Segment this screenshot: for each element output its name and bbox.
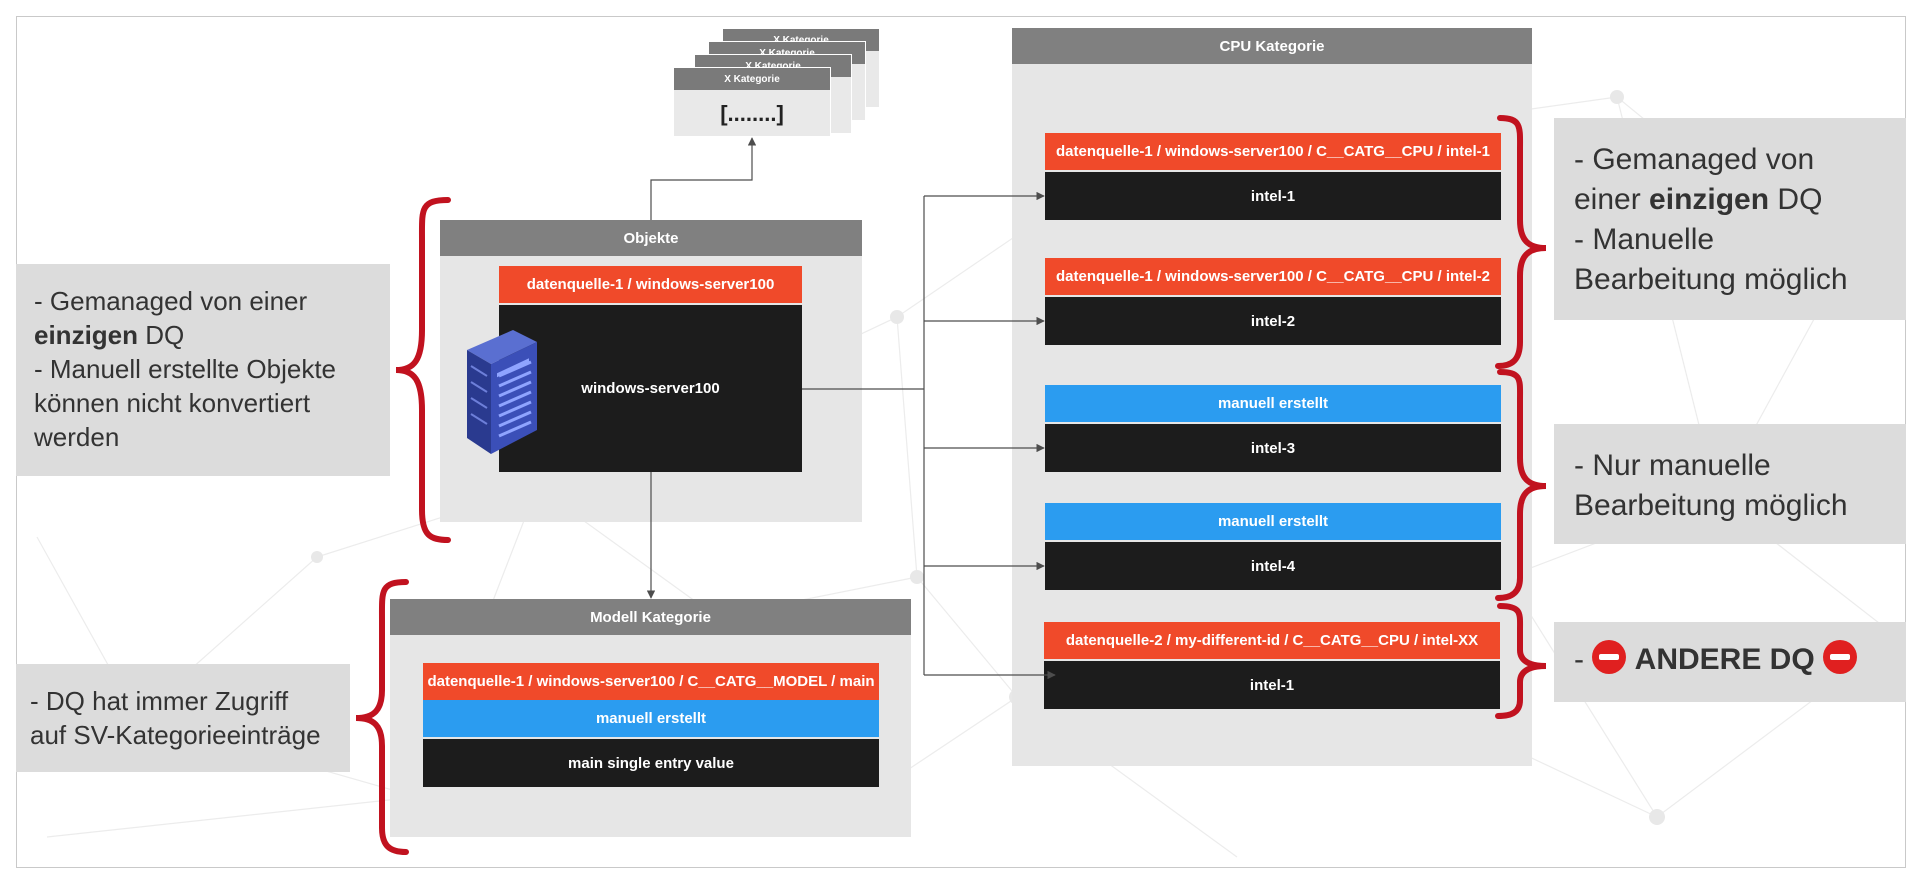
cpu-entry-value[interactable]: intel-1 — [1044, 661, 1500, 709]
cpu-entry-value[interactable]: intel-3 — [1045, 424, 1501, 472]
model-value-box[interactable]: main single entry value — [423, 739, 879, 787]
cpu-entry-header: manuell erstellt — [1045, 503, 1501, 540]
server-rack-icon — [467, 330, 537, 454]
note-line: - Gemanaged von einer — [34, 286, 308, 316]
cpu-entry-header: datenquelle-1 / windows-server100 / C__C… — [1045, 258, 1501, 295]
note-line: - Manuell erstellte Objekte — [34, 354, 337, 384]
bracket-model — [355, 579, 409, 855]
note-line: Bearbeitung möglich — [1574, 263, 1848, 296]
object-box[interactable]: windows-server100 — [499, 305, 802, 472]
note-line: auf SV-Kategorieeinträge — [30, 720, 321, 750]
cpu-entry-header: datenquelle-1 / windows-server100 / C__C… — [1045, 133, 1501, 170]
note-line: - Gemanaged von — [1574, 143, 1815, 176]
note-line: - DQ hat immer Zugriff — [30, 686, 289, 716]
note-right-middle: - Nur manuelle Bearbeitung möglich — [1554, 424, 1906, 544]
bracket-right-middle — [1495, 369, 1547, 601]
note-line: einzigen DQ — [34, 320, 185, 350]
bracket-right-top — [1495, 115, 1547, 369]
note-right-bottom: - ANDERE DQ — [1554, 622, 1906, 702]
model-source-label: datenquelle-1 / windows-server100 / C__C… — [423, 663, 879, 700]
arrow-to-x-kategorie — [650, 137, 757, 220]
cpu-entry-value[interactable]: intel-2 — [1045, 297, 1501, 345]
note-right-top: - Gemanaged von einer einzigen DQ - Manu… — [1554, 118, 1906, 320]
note-line: - Nur manuelle — [1574, 449, 1771, 482]
cpu-panel-title: CPU Kategorie — [1012, 28, 1532, 64]
note-line: werden — [34, 422, 120, 452]
no-entry-icon — [1592, 640, 1627, 674]
cpu-entry-header: manuell erstellt — [1045, 385, 1501, 422]
note-objects: - Gemanaged von einer einzigen DQ - Manu… — [16, 264, 390, 476]
cpu-entry-header: datenquelle-2 / my-different-id / C__CAT… — [1044, 622, 1500, 659]
bracket-objects — [395, 197, 451, 543]
note-line: - Manuelle — [1574, 223, 1715, 256]
x-kategorie-card: X Kategorie [........] — [673, 67, 831, 137]
cpu-entry-value[interactable]: intel-4 — [1045, 542, 1501, 590]
object-name: windows-server100 — [581, 380, 720, 397]
note-model: - DQ hat immer Zugriff auf SV-Kategoriee… — [16, 664, 350, 772]
model-panel-title: Modell Kategorie — [390, 599, 911, 635]
cpu-entry-value[interactable]: intel-1 — [1045, 172, 1501, 220]
x-kategorie-placeholder: [........] — [720, 101, 784, 126]
note-line: Bearbeitung möglich — [1574, 489, 1848, 522]
model-manual-label: manuell erstellt — [423, 700, 879, 737]
other-dq-label: ANDERE DQ — [1634, 643, 1815, 676]
bracket-right-bottom — [1495, 603, 1547, 719]
note-line: einer einzigen DQ — [1574, 183, 1823, 216]
no-entry-icon — [1823, 640, 1858, 674]
objects-source-label: datenquelle-1 / windows-server100 — [499, 266, 802, 303]
note-line: können nicht konvertiert — [34, 388, 311, 418]
x-kategorie-card-title: X Kategorie — [674, 68, 830, 90]
objects-panel-title: Objekte — [440, 220, 862, 256]
